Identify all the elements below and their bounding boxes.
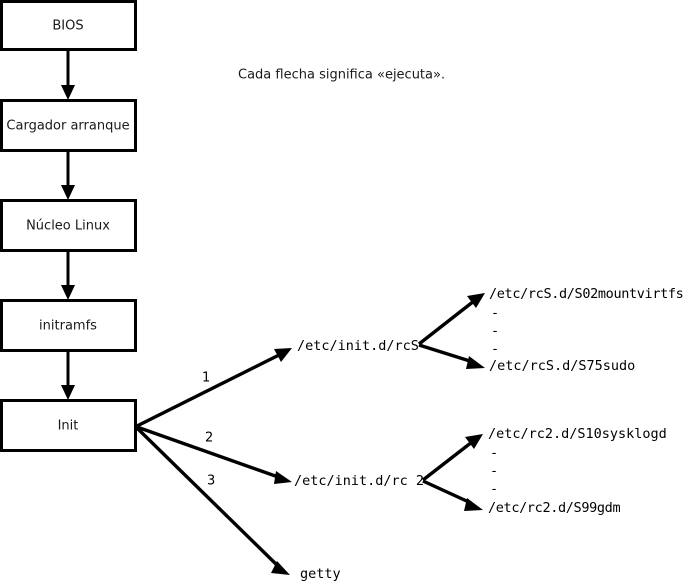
rc2-fan-top-line [421,440,474,482]
rcs-ellipsis-dot-3: - [491,341,499,357]
box-bios-rect [0,0,137,51]
rc2-ellipsis-dot-2: - [490,463,498,479]
box-initramfs-label: initramfs [39,319,97,334]
branch-1-line [136,351,284,428]
arrow-initramfs-to-init [61,351,75,400]
rcs-fan-bottom-head [466,356,485,369]
arrow-bios-to-bootloader-head [61,85,75,100]
rc2-ellipsis-dot-3: - [490,481,498,497]
box-bios-label: BIOS [52,19,83,34]
label-init-d-rcs: /etc/init.d/rcS [297,338,419,354]
branch-3-head [271,561,290,575]
branch-3-arrow [135,426,290,575]
rc2-fan-bottom-line [422,479,472,505]
branch-1-arrow [136,348,292,428]
rc2-fan-top-arrow [421,434,483,482]
rcs-fan-top-head [467,293,485,308]
box-kernel-label: Núcleo Linux [26,219,110,234]
box-bootloader: Cargador arranque [0,99,137,152]
branch-2-arrow [136,425,292,484]
branch-2-number: 2 [205,431,213,446]
branch-2-head [274,471,292,484]
arrow-bios-to-bootloader [61,50,75,100]
box-bootloader-label: Cargador arranque [6,119,129,134]
box-bios: BIOS [0,0,137,51]
rc2-fan-bottom-arrow [422,479,483,511]
label-rc2-first-script: /etc/rc2.d/S10sysklogd [488,426,667,442]
rcs-ellipsis-dot-1: - [491,305,499,321]
branch-3-number: 3 [207,474,215,489]
branch-1-number: 1 [202,371,210,386]
label-init-d-rc2: /etc/init.d/rc 2 [294,473,424,489]
arrow-kernel-to-initramfs [61,251,75,300]
diagram-caption: Cada flecha significa «ejecuta». [238,68,445,83]
box-init: Init [0,399,137,452]
box-bootloader-rect [0,99,137,152]
branch-1-head [274,348,292,362]
box-init-rect [0,399,137,452]
arrow-bootloader-to-kernel [61,151,75,200]
rcs-fan-top-line [417,299,476,346]
box-kernel: Núcleo Linux [0,199,137,252]
arrow-kernel-to-initramfs-head [61,285,75,300]
rcs-fan-top-arrow [417,293,485,346]
box-init-label: Init [58,419,79,434]
rc2-ellipsis-dot-1: - [490,445,498,461]
label-rcs-last-script: /etc/rcS.d/S75sudo [489,358,635,374]
rc2-fan-top-head [465,434,483,449]
branch-3-line [135,426,281,569]
label-getty: getty [300,566,341,582]
rc2-fan-bottom-head [464,498,483,511]
box-initramfs: initramfs [0,299,137,352]
label-rc2-last-script: /etc/rc2.d/S99gdm [488,500,620,516]
box-initramfs-rect [0,299,137,352]
label-rcs-first-script: /etc/rcS.d/S02mountvirtfs [489,286,683,302]
branch-2-line [136,425,282,480]
box-kernel-rect [0,199,137,252]
rcs-fan-bottom-line [418,343,474,364]
rcs-fan-bottom-arrow [418,343,485,369]
arrow-bootloader-to-kernel-head [61,185,75,200]
rcs-ellipsis-dot-2: - [491,323,499,339]
arrow-initramfs-to-init-head [61,385,75,400]
